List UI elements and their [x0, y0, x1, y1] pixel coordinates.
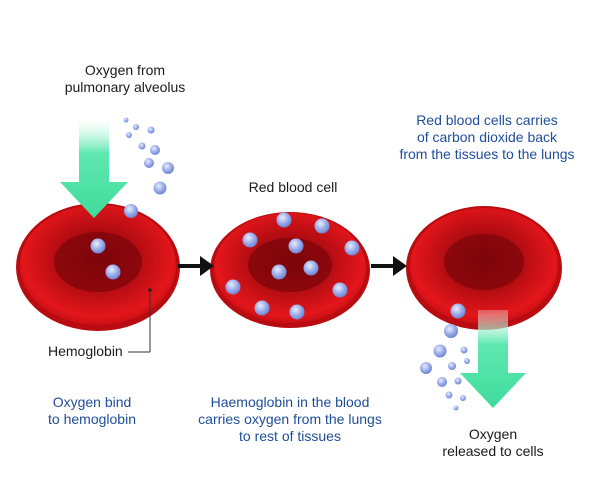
red-blood-cell-right	[406, 206, 562, 330]
flow-arrow-1	[178, 256, 214, 276]
flow-arrow-2	[371, 256, 407, 276]
oxygen-from-alveolus-label: Oxygen from pulmonary alveolus	[65, 62, 186, 96]
hemoglobin-label: Hemoglobin	[48, 343, 123, 360]
oxygen-bubbles-incoming	[123, 117, 174, 218]
label-line: Oxygen	[468, 426, 518, 442]
hemoglobin-pointer	[128, 288, 152, 353]
label-line: to hemoglobin	[48, 411, 136, 427]
label-line: of carbon dioxide back	[416, 129, 558, 145]
label-line: released to cells	[442, 443, 544, 459]
oxygen-outflow-arrow	[460, 310, 526, 408]
red-blood-cell-label: Red blood cell	[249, 179, 338, 196]
label-line: to rest of tissues	[239, 428, 341, 444]
haemoglobin-carries-label: Haemoglobin in the blood carries oxygen …	[198, 394, 382, 445]
rbc-carries-co2-label: Red blood cells carries of carbon dioxid…	[399, 112, 574, 163]
label-line: Red blood cell	[248, 179, 338, 195]
red-blood-cell-left	[16, 203, 180, 331]
label-line: Oxygen from	[84, 62, 166, 78]
oxygen-inflow-arrow	[60, 118, 128, 218]
label-line: from the tissues to the lungs	[399, 146, 575, 162]
oxygen-bind-label: Oxygen bind to hemoglobin	[48, 394, 136, 428]
label-line: Haemoglobin in the blood	[210, 394, 370, 410]
label-line: Oxygen bind	[52, 394, 132, 410]
label-line: carries oxygen from the lungs	[198, 411, 382, 427]
label-line: Red blood cells carries	[416, 112, 558, 128]
oxygen-released-label: Oxygen released to cells	[442, 426, 543, 460]
label-line: pulmonary alveolus	[64, 79, 186, 95]
oxygen-bubbles-left-cell	[90, 238, 121, 280]
label-line: Hemoglobin	[48, 343, 123, 359]
oxygen-bubbles-outgoing	[420, 303, 470, 411]
oxygen-bubbles-middle-cell	[225, 212, 360, 320]
